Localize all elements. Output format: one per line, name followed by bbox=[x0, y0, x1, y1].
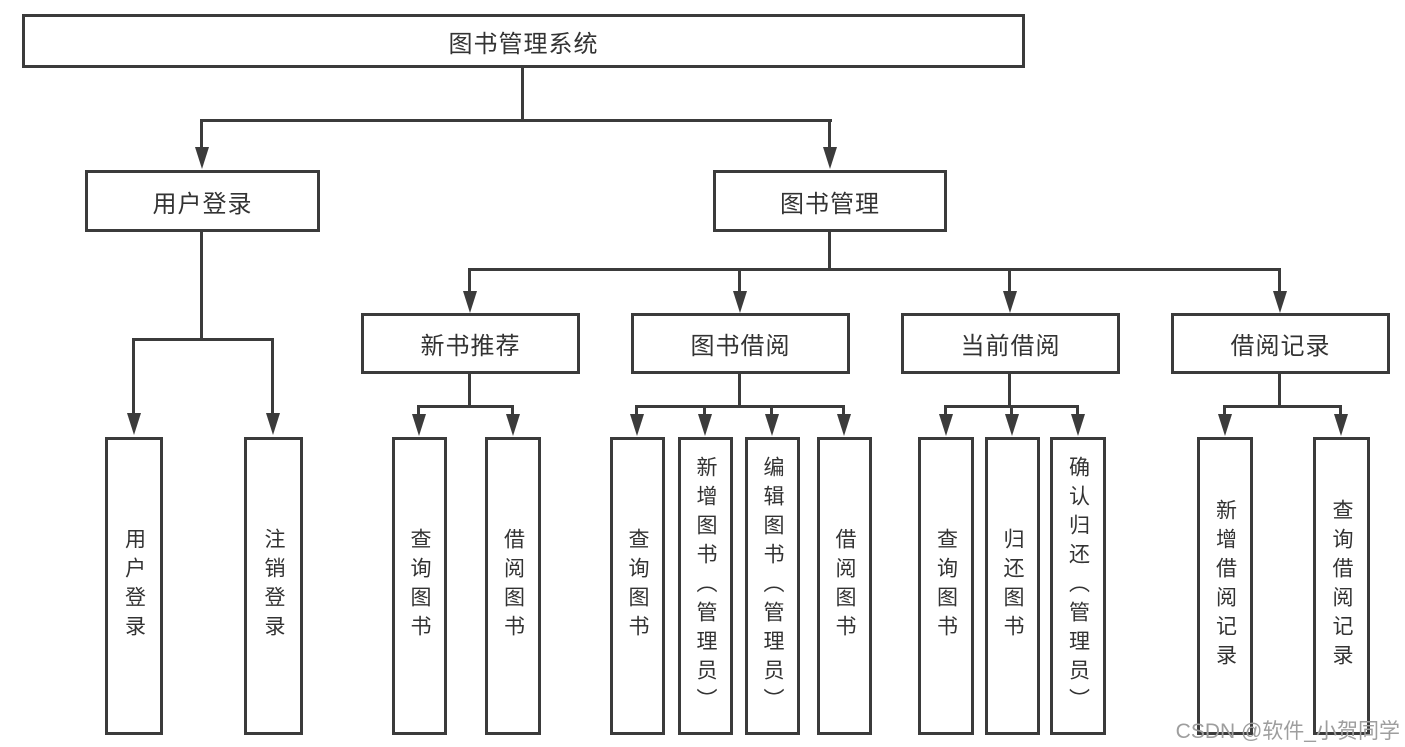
connector-drop-book-borrow bbox=[738, 268, 741, 291]
leaf-query-books-borrowing: 查询图书 bbox=[610, 437, 665, 735]
leaf-label: 新增借阅记录 bbox=[1213, 499, 1237, 673]
node-label: 新书推荐 bbox=[420, 333, 521, 360]
leaf-label: 查询图书 bbox=[626, 528, 649, 644]
leaf-borrow-books-borrowing: 借阅图书 bbox=[817, 437, 872, 735]
connector-drop-cb-confirm bbox=[1076, 405, 1079, 417]
leaf-query-books-recommend: 查询图书 bbox=[392, 437, 447, 735]
arrowhead-user-login bbox=[195, 147, 209, 169]
arrowhead-bb-add bbox=[698, 414, 712, 436]
arrowhead-bb-query bbox=[630, 414, 644, 436]
connector-bookborrow-branch bbox=[635, 405, 845, 408]
arrowhead-book-borrow bbox=[733, 291, 747, 313]
leaf-return-book: 归还图书 bbox=[985, 437, 1040, 735]
leaf-query-borrow-record: 查询借阅记录 bbox=[1313, 437, 1370, 735]
connector-drop-bb-query bbox=[635, 405, 638, 417]
connector-drop-cb-query bbox=[944, 405, 947, 417]
connector-drop-current-borrow bbox=[1008, 268, 1011, 291]
csdn-watermark: CSDN @软件_小贺同学 bbox=[1175, 720, 1400, 743]
arrowhead-br-query bbox=[1334, 414, 1348, 436]
node-label: 当前借阅 bbox=[960, 333, 1061, 360]
leaf-label: 借阅图书 bbox=[833, 528, 856, 644]
arrowhead-br-add bbox=[1218, 414, 1232, 436]
arrowhead-bb-borrow bbox=[837, 414, 851, 436]
leaf-borrow-books-recommend: 借阅图书 bbox=[485, 437, 541, 735]
leaf-label: 查询图书 bbox=[934, 528, 958, 644]
arrowhead-leaf-logout bbox=[266, 413, 280, 435]
leaf-label: 编辑图书（管理员） bbox=[761, 455, 784, 717]
arrowhead-cb-query bbox=[939, 414, 953, 436]
leaf-label: 用户登录 bbox=[122, 528, 146, 644]
connector-drop-br-add bbox=[1223, 405, 1226, 417]
connector-root-stem bbox=[521, 68, 524, 122]
leaf-add-borrow-record: 新增借阅记录 bbox=[1197, 437, 1253, 735]
connector-drop-new-book-rec bbox=[468, 268, 471, 291]
leaf-confirm-return-admin: 确认归还（管理员） bbox=[1050, 437, 1106, 735]
connector-drop-bb-add bbox=[703, 405, 706, 417]
node-book-management: 图书管理 bbox=[713, 170, 947, 232]
connector-userlogin-stem bbox=[200, 232, 203, 341]
connector-borrowrecords-stem bbox=[1278, 374, 1281, 408]
leaf-query-books-current: 查询图书 bbox=[918, 437, 974, 735]
connector-drop-bb-borrow bbox=[842, 405, 845, 417]
connector-bookmgmt-stem bbox=[828, 232, 831, 271]
node-library-management-system: 图书管理系统 bbox=[22, 14, 1025, 68]
connector-bookmgmt-branch bbox=[468, 268, 1281, 271]
node-book-borrowing: 图书借阅 bbox=[631, 313, 850, 374]
node-label: 图书管理 bbox=[780, 190, 880, 218]
arrowhead-current-borrow bbox=[1003, 291, 1017, 313]
leaf-logout: 注销登录 bbox=[244, 437, 303, 735]
connector-drop-leaf-logout bbox=[271, 338, 274, 415]
node-new-book-recommendation: 新书推荐 bbox=[361, 313, 580, 374]
connector-userlogin-branch bbox=[132, 338, 274, 341]
connector-currentborrow-stem bbox=[1008, 374, 1011, 408]
connector-root-branch bbox=[200, 119, 832, 122]
connector-newbookrec-branch bbox=[417, 405, 514, 408]
arrowhead-leaf-user-login bbox=[127, 413, 141, 435]
leaf-edit-book-admin: 编辑图书（管理员） bbox=[745, 437, 800, 735]
leaf-user-login: 用户登录 bbox=[105, 437, 163, 735]
node-current-borrowing: 当前借阅 bbox=[901, 313, 1120, 374]
node-label: 用户登录 bbox=[152, 190, 253, 218]
arrowhead-new-book-rec bbox=[463, 291, 477, 313]
arrowhead-cb-confirm bbox=[1071, 414, 1085, 436]
connector-newbookrec-stem bbox=[468, 374, 471, 408]
leaf-label: 注销登录 bbox=[262, 528, 285, 644]
connector-drop-cb-return bbox=[1010, 405, 1013, 417]
node-user-login: 用户登录 bbox=[85, 170, 320, 232]
connector-drop-bb-edit bbox=[770, 405, 773, 417]
node-label: 图书借阅 bbox=[690, 333, 791, 360]
connector-borrowrecords-branch bbox=[1223, 405, 1342, 408]
connector-bookborrow-stem bbox=[738, 374, 741, 408]
connector-drop-borrow-records bbox=[1278, 268, 1281, 291]
arrowhead-bb-edit bbox=[765, 414, 779, 436]
node-label: 借阅记录 bbox=[1230, 333, 1331, 360]
arrowhead-rec-query bbox=[412, 414, 426, 436]
connector-drop-book-mgmt bbox=[828, 119, 831, 149]
arrowhead-rec-borrow bbox=[506, 414, 520, 436]
connector-drop-br-query bbox=[1339, 405, 1342, 417]
leaf-label: 新增图书（管理员） bbox=[694, 455, 717, 717]
leaf-label: 借阅图书 bbox=[501, 528, 525, 644]
leaf-label: 查询借阅记录 bbox=[1330, 499, 1353, 673]
leaf-add-book-admin: 新增图书（管理员） bbox=[678, 437, 733, 735]
arrowhead-cb-return bbox=[1005, 414, 1019, 436]
arrowhead-book-mgmt bbox=[823, 147, 837, 169]
connector-drop-rec-borrow bbox=[511, 405, 514, 417]
leaf-label: 查询图书 bbox=[408, 528, 431, 644]
connector-drop-user-login bbox=[200, 119, 203, 149]
node-borrowing-records: 借阅记录 bbox=[1171, 313, 1390, 374]
node-label: 图书管理系统 bbox=[448, 30, 599, 58]
leaf-label: 确认归还（管理员） bbox=[1066, 455, 1090, 717]
connector-drop-rec-query bbox=[417, 405, 420, 417]
leaf-label: 归还图书 bbox=[1001, 528, 1024, 644]
arrowhead-borrow-records bbox=[1273, 291, 1287, 313]
connector-drop-leaf-user-login bbox=[132, 338, 135, 415]
